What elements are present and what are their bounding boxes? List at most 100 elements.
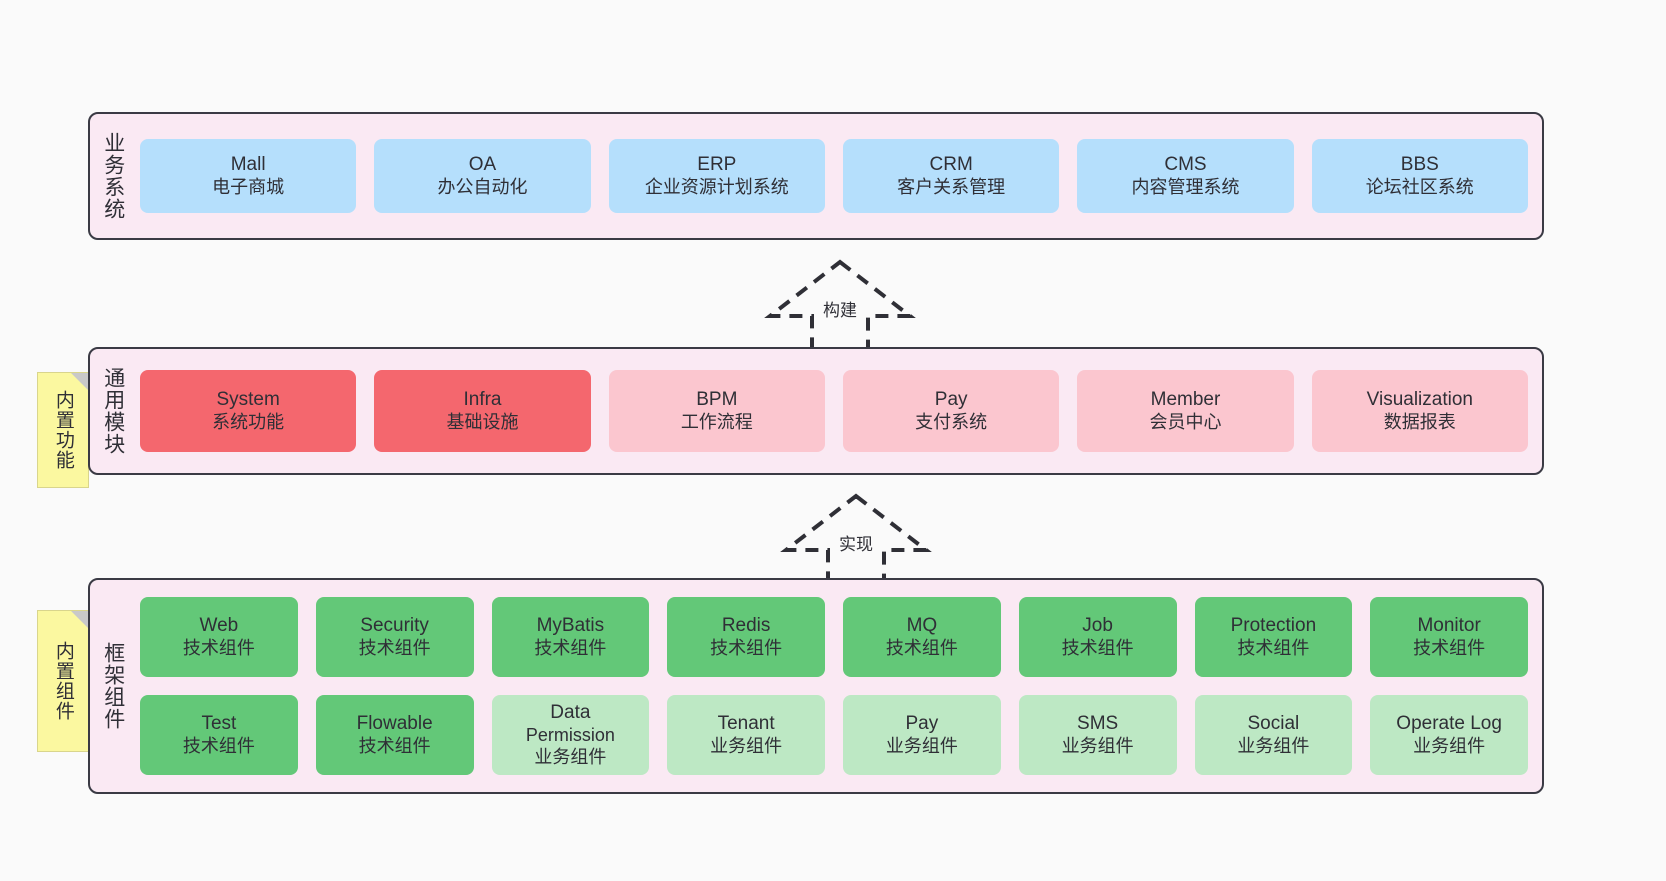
card-subtitle: 系统功能 xyxy=(212,411,285,432)
note-label: 内置组件 xyxy=(52,641,74,721)
card-subtitle: 业务组件 xyxy=(1061,735,1134,756)
card-title: System xyxy=(216,389,280,411)
card-subtitle: 技术组件 xyxy=(885,637,958,658)
card-title: OA xyxy=(468,154,497,176)
card-subtitle: 办公自动化 xyxy=(437,176,528,197)
card-subtitle: 论坛社区系统 xyxy=(1365,176,1474,197)
card-subtitle: 内容管理系统 xyxy=(1131,176,1240,197)
arrow-label: 构建 xyxy=(823,301,857,320)
arrow-label: 实现 xyxy=(839,535,873,554)
card-subtitle: 技术组件 xyxy=(358,735,431,756)
generalization-arrow-realize: 实现 xyxy=(780,490,932,586)
card-title: CMS xyxy=(1164,154,1207,176)
card-title: Pay xyxy=(905,713,939,735)
card-title: Test xyxy=(201,713,237,735)
card-subtitle: 企业资源计划系统 xyxy=(644,176,789,197)
generalization-arrow-build: 构建 xyxy=(764,256,916,352)
card-subtitle: 工作流程 xyxy=(680,411,753,432)
card-subtitle: 客户关系管理 xyxy=(897,176,1006,197)
card-title: SMS xyxy=(1077,713,1119,735)
note-label: 内置功能 xyxy=(52,390,74,470)
card-subtitle: 业务组件 xyxy=(710,735,783,756)
card-subtitle: 数据报表 xyxy=(1383,411,1456,432)
sticky-note-builtin-features: 内置功能 xyxy=(37,372,89,488)
layer-title: 通用模块 xyxy=(101,367,125,455)
card-subtitle: 业务组件 xyxy=(1237,735,1310,756)
card-subtitle: 技术组件 xyxy=(1413,637,1486,658)
card-title: Infra xyxy=(463,389,502,411)
card-subtitle: 技术组件 xyxy=(182,637,255,658)
card-title: Redis xyxy=(721,615,771,637)
sticky-note-builtin-components: 内置组件 xyxy=(37,610,89,752)
card-title: ERP xyxy=(697,154,737,176)
card-title: BBS xyxy=(1400,154,1439,176)
card-subtitle: 技术组件 xyxy=(1237,637,1310,658)
card-subtitle: 会员中心 xyxy=(1149,411,1222,432)
card-title: Flowable xyxy=(356,713,433,735)
card-title: BPM xyxy=(696,389,738,411)
card-subtitle: 支付系统 xyxy=(915,411,988,432)
arrow-outline-icon xyxy=(764,259,916,352)
card-subtitle: 技术组件 xyxy=(710,637,783,658)
card-title: Job xyxy=(1082,615,1113,637)
card-title: MQ xyxy=(906,615,938,637)
card-title: Visualization xyxy=(1366,389,1473,411)
card-title: Operate Log xyxy=(1396,713,1502,735)
card-title: Pay xyxy=(934,389,968,411)
card-title: Data xyxy=(550,702,591,724)
card-title: Web xyxy=(199,615,239,637)
card-title-line2: Permission xyxy=(525,724,615,745)
card-subtitle: 技术组件 xyxy=(534,637,607,658)
card-title: MyBatis xyxy=(536,615,605,637)
arrow-outline-icon xyxy=(780,493,932,586)
card-title: Tenant xyxy=(717,713,775,735)
card-subtitle: 技术组件 xyxy=(1061,637,1134,658)
note-fold-corner-icon xyxy=(71,373,88,390)
card-title: Mall xyxy=(230,154,266,176)
card-title: Protection xyxy=(1230,615,1317,637)
card-title: Monitor xyxy=(1417,615,1481,637)
note-fold-corner-icon xyxy=(71,611,88,628)
card-title: Security xyxy=(360,615,429,637)
card-title: Social xyxy=(1247,713,1300,735)
card-subtitle: 业务组件 xyxy=(885,735,958,756)
